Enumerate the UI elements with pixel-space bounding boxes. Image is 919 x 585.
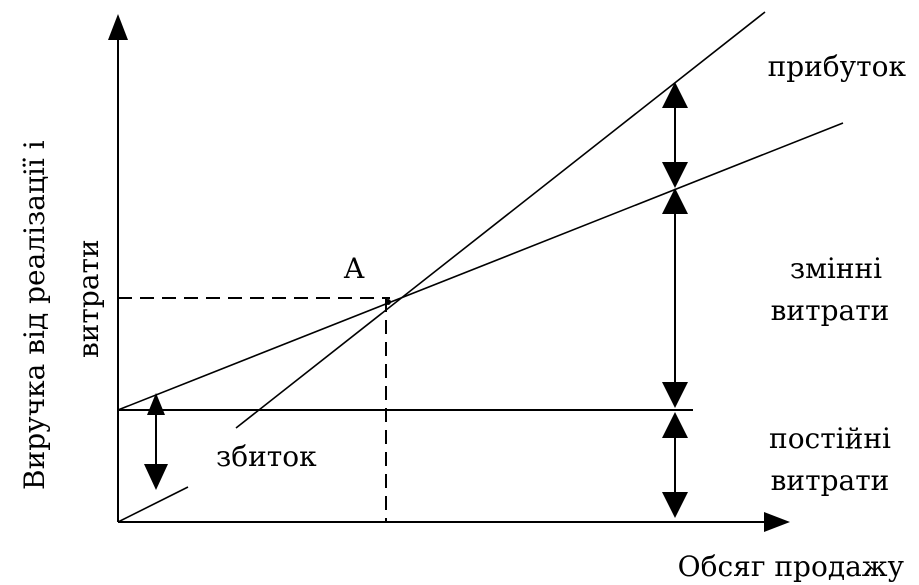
variable-costs-arrow-down	[662, 382, 688, 408]
fixed-costs-arrow-up	[662, 412, 688, 438]
y-axis-label-line2: витрати	[72, 239, 105, 358]
x-axis-arrow	[764, 512, 790, 532]
profit-arrow-down	[662, 162, 688, 188]
fixed-costs-label-line2: витрати	[771, 464, 890, 497]
profit-label: прибуток	[768, 50, 907, 83]
y-axis-label-line1: Виручка від реалізації і	[18, 140, 51, 490]
break-even-point	[385, 299, 391, 305]
total-costs-line	[117, 122, 844, 411]
loss-label: збиток	[216, 440, 317, 473]
revenue-line-upper	[235, 11, 766, 429]
variable-costs-label-line2: витрати	[771, 294, 890, 327]
fixed-costs-label-line1: постійні	[769, 422, 891, 455]
profit-arrow-up	[662, 82, 688, 108]
y-axis-arrow	[108, 14, 128, 40]
revenue-line	[117, 486, 189, 523]
variable-costs-label-line1: змінні	[790, 252, 882, 285]
loss-arrow-up	[147, 393, 165, 415]
x-axis-label: Обсяг продажу	[678, 550, 905, 583]
fixed-costs-arrow-down	[662, 492, 688, 518]
loss-arrow-down	[144, 464, 168, 490]
point-a-label: A	[343, 252, 365, 285]
variable-costs-arrow-up	[662, 188, 688, 214]
